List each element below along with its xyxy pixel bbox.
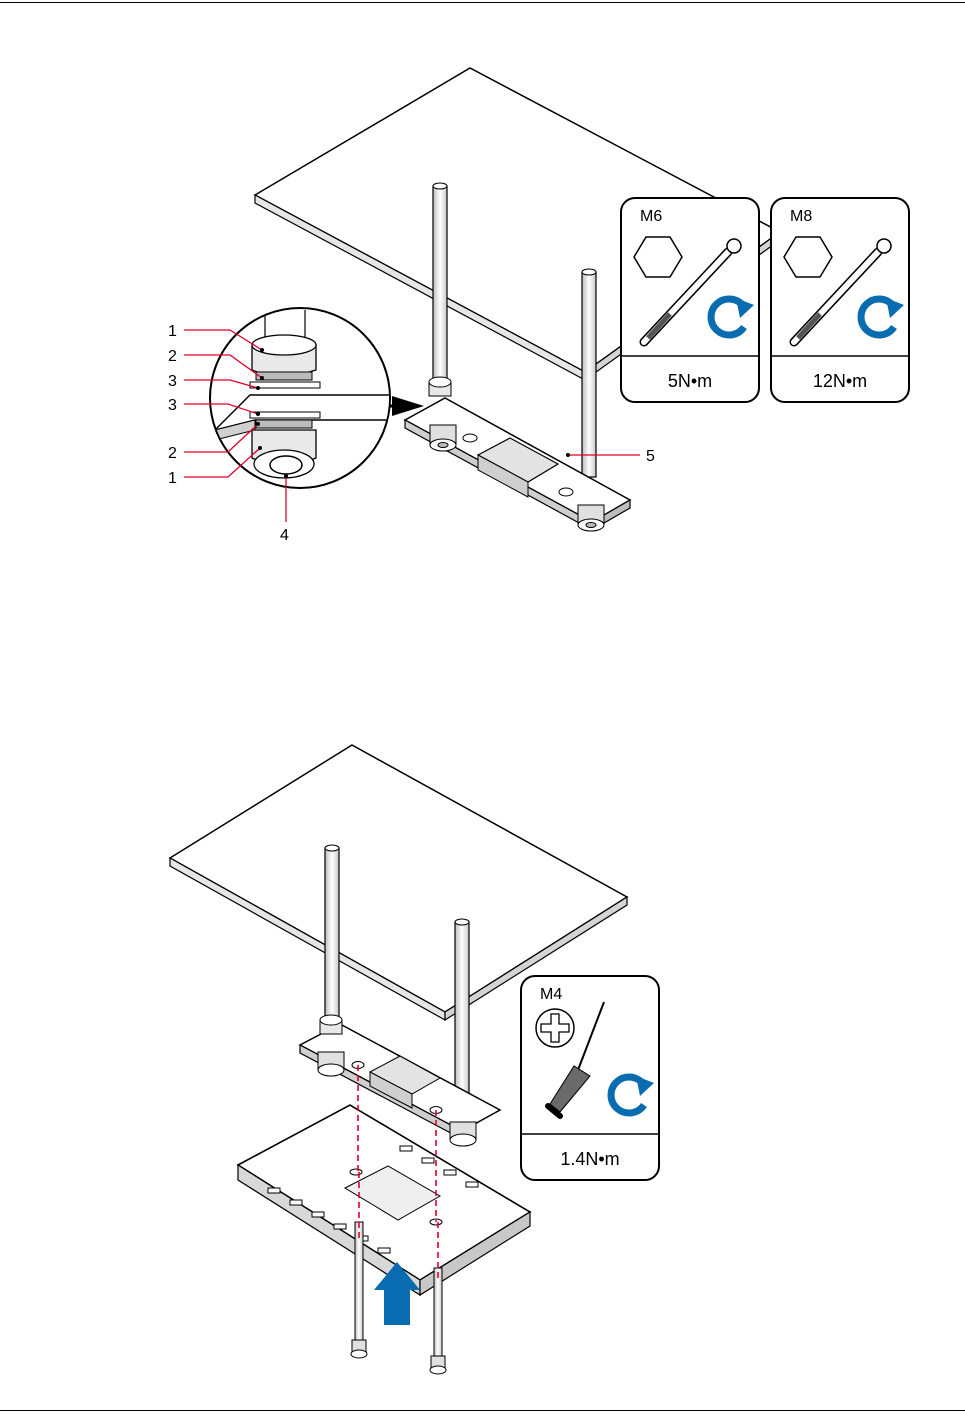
wall-mount-plate xyxy=(238,1105,530,1295)
tool-m8-torque: 12N•m xyxy=(813,371,867,391)
tool-m8-size: M8 xyxy=(790,208,812,225)
threaded-rod xyxy=(433,183,447,388)
figure-1: 1 2 3 3 2 1 4 5 M6 5N•m M8 xyxy=(168,68,909,544)
tool-m6-size: M6 xyxy=(640,208,662,225)
callout-4: 4 xyxy=(280,527,289,544)
tool-panel-m4: M4 1.4N•m xyxy=(521,976,659,1180)
tool-m4-size: M4 xyxy=(540,986,562,1003)
callout-1-bottom: 1 xyxy=(168,470,177,487)
callout-3-top: 3 xyxy=(168,373,177,390)
figure-2: M4 1.4N•m xyxy=(170,745,659,1374)
tool-m4-torque: 1.4N•m xyxy=(560,1149,619,1169)
callout-5: 5 xyxy=(646,448,655,465)
callout-1-top: 1 xyxy=(168,323,177,340)
threaded-rod xyxy=(582,269,596,477)
tool-m6-torque: 5N•m xyxy=(668,371,712,391)
callout-2-top: 2 xyxy=(168,348,177,365)
callout-2-bottom: 2 xyxy=(168,445,177,462)
threaded-rod xyxy=(325,845,339,1028)
tool-panel-m8: M8 12N•m xyxy=(771,198,909,402)
tool-panel-m6: M6 5N•m xyxy=(621,198,759,402)
phillips-screw-icon xyxy=(536,1009,574,1047)
callout-3-bottom: 3 xyxy=(168,397,177,414)
